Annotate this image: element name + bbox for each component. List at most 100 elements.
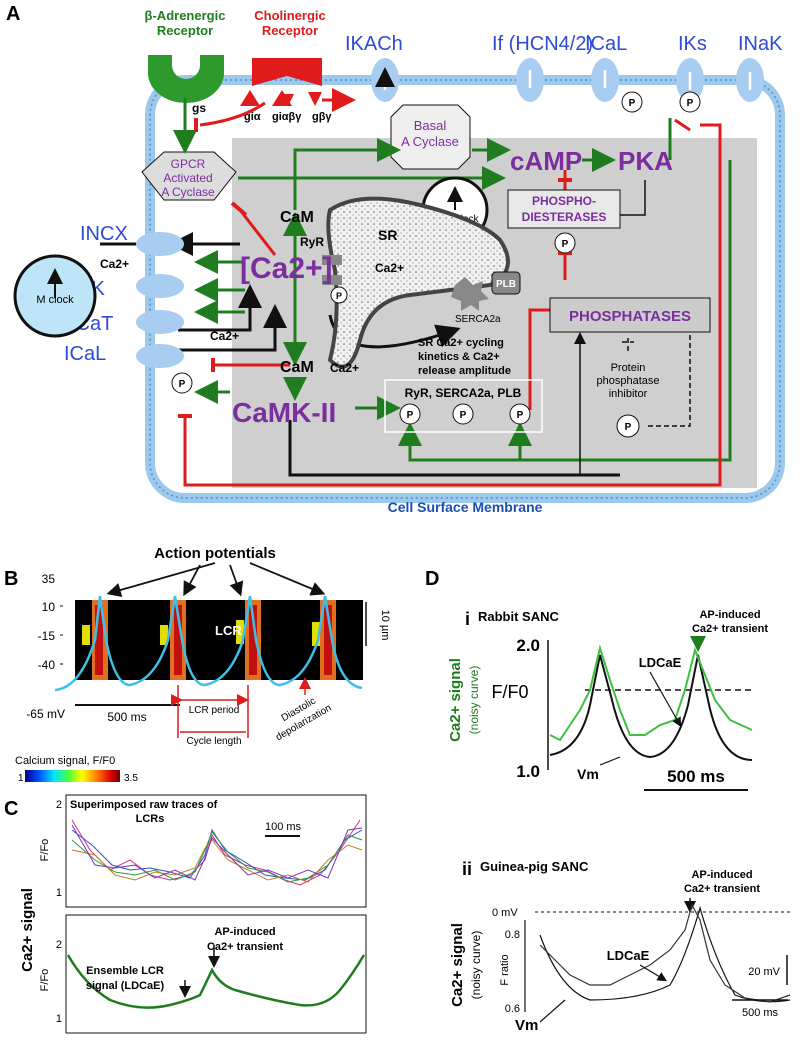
panel-c: C Ca2+ signal Superimposed raw traces of… <box>4 794 367 1034</box>
svg-text:P: P <box>562 239 569 250</box>
cam-bottom-label: CaM <box>280 359 314 376</box>
svg-text:Vm: Vm <box>577 766 599 782</box>
svg-text:Ca2+ transient: Ca2+ transient <box>684 883 760 895</box>
protein-phosphatase-inhibitor: Protein phosphatase inhibitor P <box>597 335 691 438</box>
svg-text:A Cyclase: A Cyclase <box>161 185 215 199</box>
svg-text:PHOSPHATASES: PHOSPHATASES <box>569 308 691 325</box>
left-channels: INCX IK ICaT ICaL Ca2+ Ca2+ P <box>64 223 239 394</box>
svg-text:P: P <box>179 379 186 390</box>
svg-text:(noisy curve): (noisy curve) <box>467 666 481 735</box>
svg-text:Protein: Protein <box>611 362 646 374</box>
svg-text:Ca2+: Ca2+ <box>375 261 404 275</box>
phosphodiesterases-box: PHOSPHO- DIESTERASES <box>507 189 621 229</box>
svg-text:-15: -15 <box>38 629 56 643</box>
svg-text:Calcium signal, F/F0: Calcium signal, F/F0 <box>15 755 115 767</box>
svg-text:Ca2+ signal: Ca2+ signal <box>447 658 464 742</box>
ryr-serca-plb-box: RyR, SERCA2a, PLB P P P <box>384 379 543 433</box>
svg-text:Ensemble LCR: Ensemble LCR <box>86 965 164 977</box>
svg-text:100 ms: 100 ms <box>265 821 302 833</box>
svg-text:P: P <box>336 291 342 301</box>
svg-text:F/Fo: F/Fo <box>39 969 51 992</box>
svg-text:Ca2+ transient: Ca2+ transient <box>692 623 768 635</box>
svg-text:P: P <box>460 410 467 421</box>
svg-text:SR Ca2+ cycling: SR Ca2+ cycling <box>418 337 504 349</box>
svg-text:Ca2+: Ca2+ <box>330 361 359 375</box>
phosphatases-box: PHOSPHATASES <box>549 297 711 333</box>
action-potential-trace <box>54 595 363 692</box>
svg-text:Basal: Basal <box>414 118 447 133</box>
camp-label: cAMP <box>510 146 582 176</box>
svg-text:B: B <box>4 568 18 590</box>
gi-alpha-label: giα <box>244 111 261 123</box>
svg-text:Vm: Vm <box>515 1017 538 1034</box>
m-clock: M clock <box>13 254 97 338</box>
svg-text:F/F0: F/F0 <box>491 682 528 702</box>
svg-text:-65 mV: -65 mV <box>26 707 65 721</box>
ikach-label: IKACh <box>345 33 403 55</box>
svg-text:D: D <box>425 568 439 590</box>
svg-text:35: 35 <box>42 572 56 586</box>
svg-text:500 ms: 500 ms <box>742 1007 779 1019</box>
svg-text:20 mV: 20 mV <box>748 966 780 978</box>
svg-text:-40: -40 <box>38 658 56 672</box>
svg-text:DIESTERASES: DIESTERASES <box>522 210 607 224</box>
svg-text:AP-induced: AP-induced <box>214 926 275 938</box>
gbg-label: gβγ <box>312 111 332 123</box>
svg-text:SR: SR <box>378 227 397 243</box>
svg-text:(noisy curve): (noisy curve) <box>469 931 483 1000</box>
camkii-label: CaMK-II <box>232 397 336 428</box>
top-channels: IKACh If (HCN4/2) ICaL IKs INaK P P <box>345 33 783 113</box>
svg-text:Superimposed raw traces of: Superimposed raw traces of <box>70 799 218 811</box>
svg-text:F ratio: F ratio <box>499 954 511 985</box>
svg-text:A Cyclase: A Cyclase <box>401 134 459 149</box>
chol-receptor-line1: Cholinergic <box>254 8 326 23</box>
activation-arrows <box>173 98 732 462</box>
svg-text:0 mV: 0 mV <box>492 907 518 919</box>
svg-text:Ca2+ signal: Ca2+ signal <box>449 923 466 1007</box>
if-label: If (HCN4/2) <box>492 33 593 55</box>
panel-a: A β-Adrenergic Receptor gs Cholinergic R… <box>6 3 785 515</box>
guinea-pig-ca-trace <box>539 903 791 1003</box>
svg-text:ii: ii <box>462 859 472 879</box>
svg-text:Ca2+ transient: Ca2+ transient <box>207 941 283 953</box>
svg-text:LCR period: LCR period <box>189 705 240 716</box>
basal-a-cyclase: Basal A Cyclase <box>390 104 471 170</box>
cholinergic-receptor: Cholinergic Receptor giα giαβγ gβγ <box>240 8 332 123</box>
svg-text:P: P <box>687 98 694 109</box>
svg-text:RyR, SERCA2a, PLB: RyR, SERCA2a, PLB <box>405 386 522 400</box>
svg-text:3.5: 3.5 <box>124 773 138 784</box>
colorbar <box>25 770 120 782</box>
svg-text:1: 1 <box>56 1013 62 1025</box>
svg-text:0.6: 0.6 <box>505 1003 520 1015</box>
svg-text:SERCA2a: SERCA2a <box>455 314 501 325</box>
sarcoplasmic-reticulum: SR Ca2+ <box>326 196 510 369</box>
serca-pump: SERCA2a PLB <box>451 271 521 325</box>
ryr-channel: RyR P <box>300 235 348 304</box>
svg-text:RyR: RyR <box>300 235 324 249</box>
panel-b: B Action potentials 35 10 -15 -40 -65 mV… <box>4 545 391 784</box>
inak-label: INaK <box>738 33 783 55</box>
rabbit-ca-trace <box>549 644 753 742</box>
svg-text:GPCR: GPCR <box>171 157 206 171</box>
cell-surface-membrane-label: Cell Surface Membrane <box>388 499 543 515</box>
svg-text:Rabbit SANC: Rabbit SANC <box>478 609 560 624</box>
action-potentials-title: Action potentials <box>154 545 276 562</box>
ical-left-label: ICaL <box>64 343 106 365</box>
svg-text:i: i <box>465 609 470 629</box>
chol-receptor-line2: Receptor <box>262 23 318 38</box>
cam-top-label: CaM <box>280 209 314 226</box>
svg-text:10 µm: 10 µm <box>379 610 391 641</box>
svg-text:P: P <box>625 422 632 433</box>
svg-text:AP-induced: AP-induced <box>691 869 752 881</box>
incx-label: INCX <box>80 223 128 245</box>
svg-text:Activated: Activated <box>163 171 212 185</box>
ical-top-label: ICaL <box>585 33 627 55</box>
svg-text:500 ms: 500 ms <box>107 710 146 724</box>
svg-text:LDCaE: LDCaE <box>607 948 650 963</box>
svg-text:Guinea-pig SANC: Guinea-pig SANC <box>480 859 589 874</box>
svg-text:phosphatase: phosphatase <box>597 375 660 387</box>
beta-adrenergic-receptor: β-Adrenergic Receptor gs <box>145 8 226 115</box>
svg-text:Ca2+: Ca2+ <box>210 329 239 343</box>
svg-text:signal (LDCaE): signal (LDCaE) <box>86 980 165 992</box>
svg-text:1: 1 <box>18 773 24 784</box>
